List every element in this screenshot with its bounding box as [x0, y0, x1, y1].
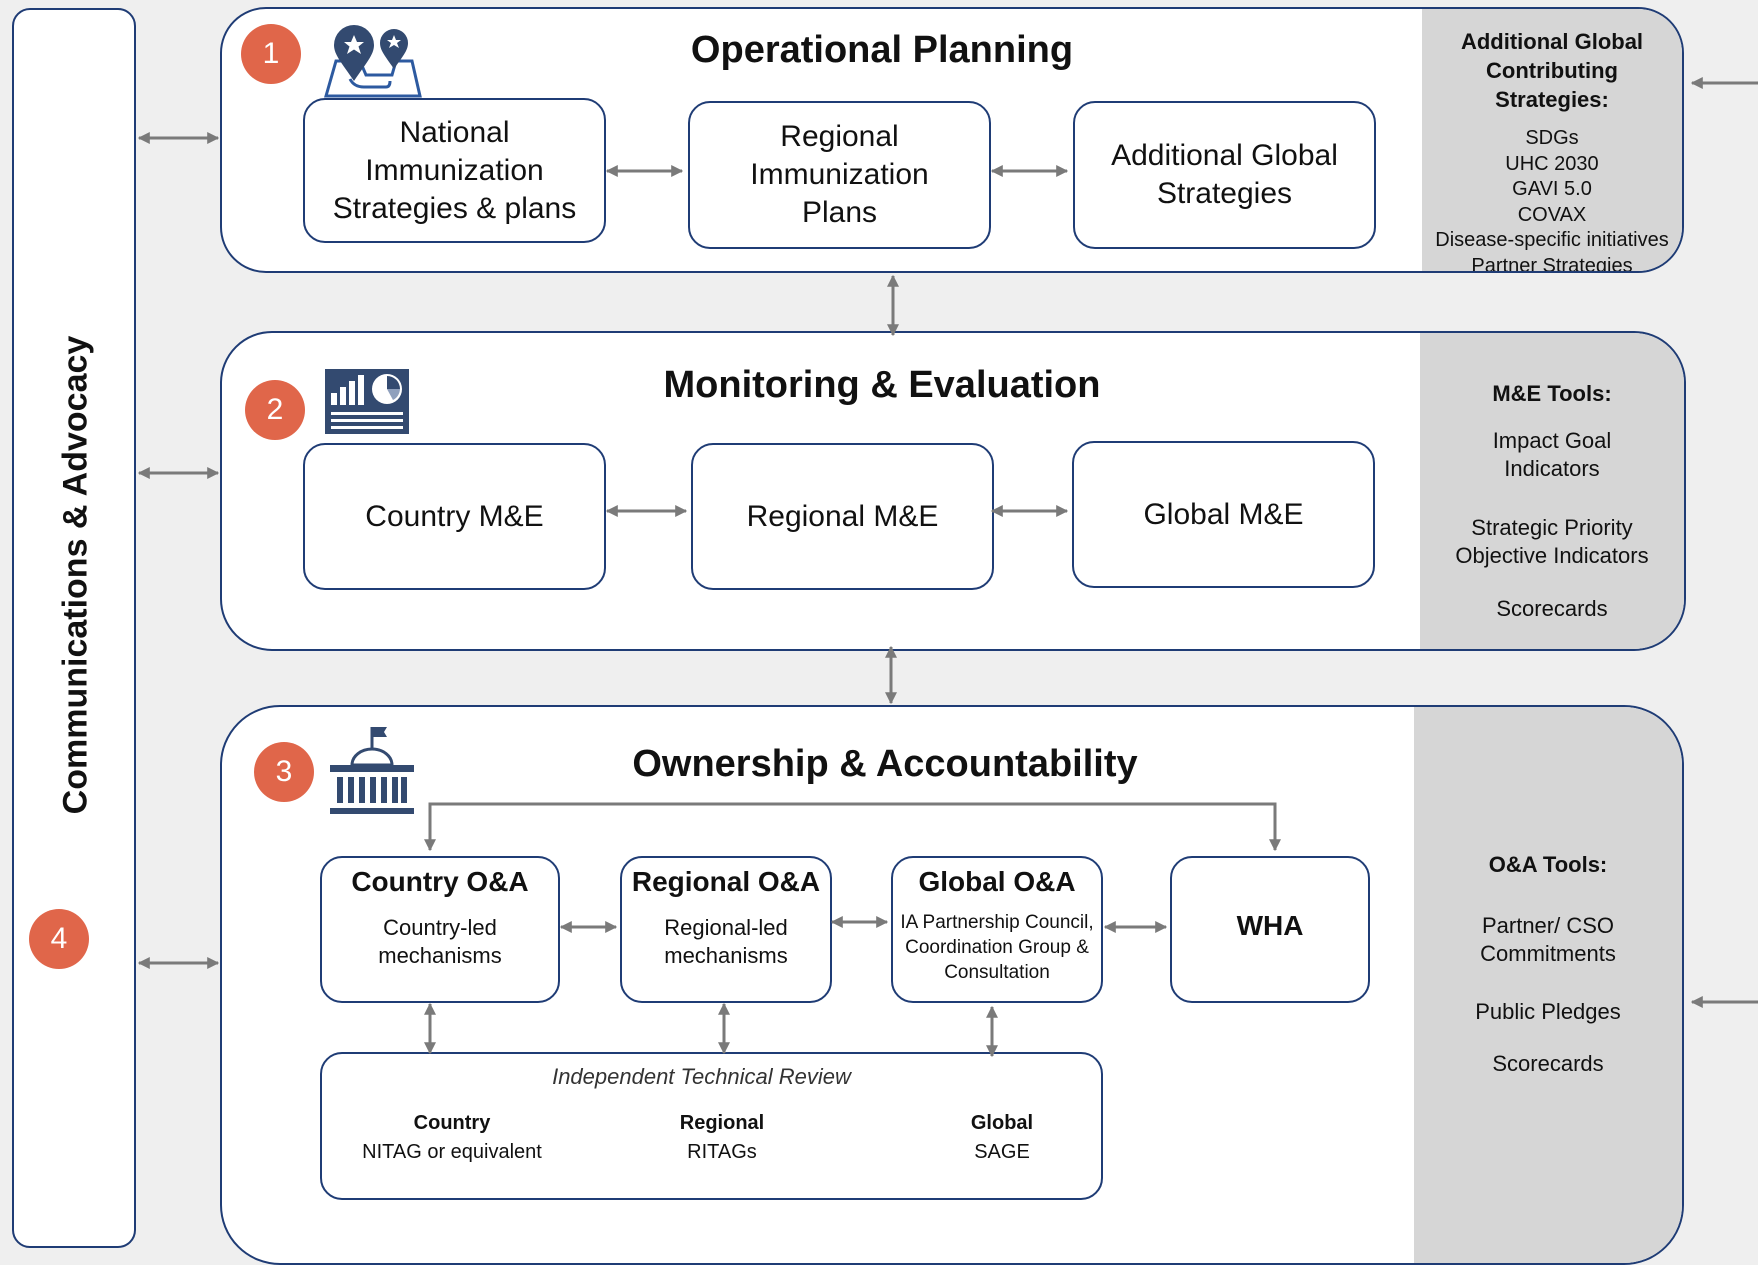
independent-technical-review-box: Independent Technical Review Country NIT… — [320, 1052, 1103, 1200]
me-tools-heading: M&E Tools: — [1492, 381, 1612, 406]
regional-oa-box: Regional O&A Regional-led mechanisms — [620, 856, 832, 1003]
oa-tools-side-panel: O&A Tools: Partner/ CSO Commitments Publ… — [1414, 707, 1682, 1263]
country-oa-title: Country O&A — [351, 866, 529, 897]
national-strategies-box: National Immunization Strategies & plans — [303, 98, 606, 243]
wha-title: WHA — [1236, 910, 1304, 941]
regional-oa-title: Regional O&A — [631, 866, 821, 897]
additional-strategies-side-panel: Additional Global Contributing Strategie… — [1422, 9, 1682, 271]
oa-tool-public-pledges: Public Pledges — [1475, 999, 1621, 1024]
me-tools-side-panel: M&E Tools: Impact Goal Indicators Strate… — [1420, 333, 1684, 649]
country-me-box: Country M&E — [303, 443, 606, 590]
chart-report-icon — [325, 369, 409, 434]
ownership-accountability-panel: O&A Tools: Partner/ CSO Commitments Publ… — [220, 705, 1684, 1265]
list-item: Disease-specific initiatives — [1435, 229, 1669, 251]
oa-tool-partner-commitments: Partner/ CSO Commitments — [1480, 913, 1616, 966]
review-regional: Regional RITAGs — [679, 1112, 765, 1163]
review-global: Global SAGE — [970, 1112, 1034, 1163]
global-oa-box: Global O&A IA Partnership Council, Coord… — [891, 856, 1103, 1003]
additional-strategies-heading: Additional Global Contributing Strategie… — [1460, 29, 1644, 112]
review-country: Country NITAG or equivalent — [362, 1112, 542, 1163]
me-tool-impact-goal: Impact Goal Indicators — [1492, 428, 1612, 481]
step-badge-4: 4 — [29, 909, 89, 969]
review-title: Independent Technical Review — [552, 1064, 851, 1089]
step-badge-1: 1 — [241, 24, 301, 84]
ownership-accountability-title: Ownership & Accountability — [632, 743, 1138, 785]
step-badge-3: 3 — [254, 742, 314, 802]
list-item: UHC 2030 — [1505, 152, 1599, 175]
regional-plans-box: Regional Immunization Plans — [688, 101, 991, 249]
step-badge-2: 2 — [245, 380, 305, 440]
government-building-icon — [330, 727, 414, 814]
global-oa-title: Global O&A — [918, 866, 1076, 897]
operational-planning-title: Operational Planning — [690, 29, 1074, 71]
map-pin-icon — [324, 25, 422, 98]
list-item: COVAX — [1517, 203, 1587, 226]
arrow-bracket-country-wha — [424, 802, 1281, 852]
global-me-box: Global M&E — [1072, 441, 1375, 588]
me-tool-scorecards: Scorecards — [1496, 596, 1608, 621]
list-item: SDGs — [1525, 127, 1579, 149]
oa-tools-heading: O&A Tools: — [1488, 852, 1608, 877]
monitoring-evaluation-panel: M&E Tools: Impact Goal Indicators Strate… — [220, 331, 1686, 651]
additional-global-strategies-box: Additional Global Strategies — [1073, 101, 1376, 249]
additional-strategies-list: SDGs UHC 2030 GAVI 5.0 COVAX Disease-spe… — [1414, 126, 1682, 273]
me-tool-strategic-priority: Strategic Priority Objective Indicators — [1455, 515, 1649, 568]
wha-box: WHA — [1170, 856, 1370, 1003]
oa-tool-scorecards: Scorecards — [1492, 1051, 1604, 1076]
monitoring-evaluation-title: Monitoring & Evaluation — [663, 364, 1101, 406]
operational-planning-panel: Additional Global Contributing Strategie… — [220, 7, 1684, 273]
communications-advocacy-bar: Communications & Advocacy 4 — [12, 8, 136, 1248]
list-item: Partner Strategies — [1471, 254, 1633, 273]
list-item: GAVI 5.0 — [1512, 178, 1592, 200]
country-oa-box: Country O&A Country-led mechanisms — [320, 856, 560, 1003]
connector-arrows — [137, 77, 1758, 1058]
